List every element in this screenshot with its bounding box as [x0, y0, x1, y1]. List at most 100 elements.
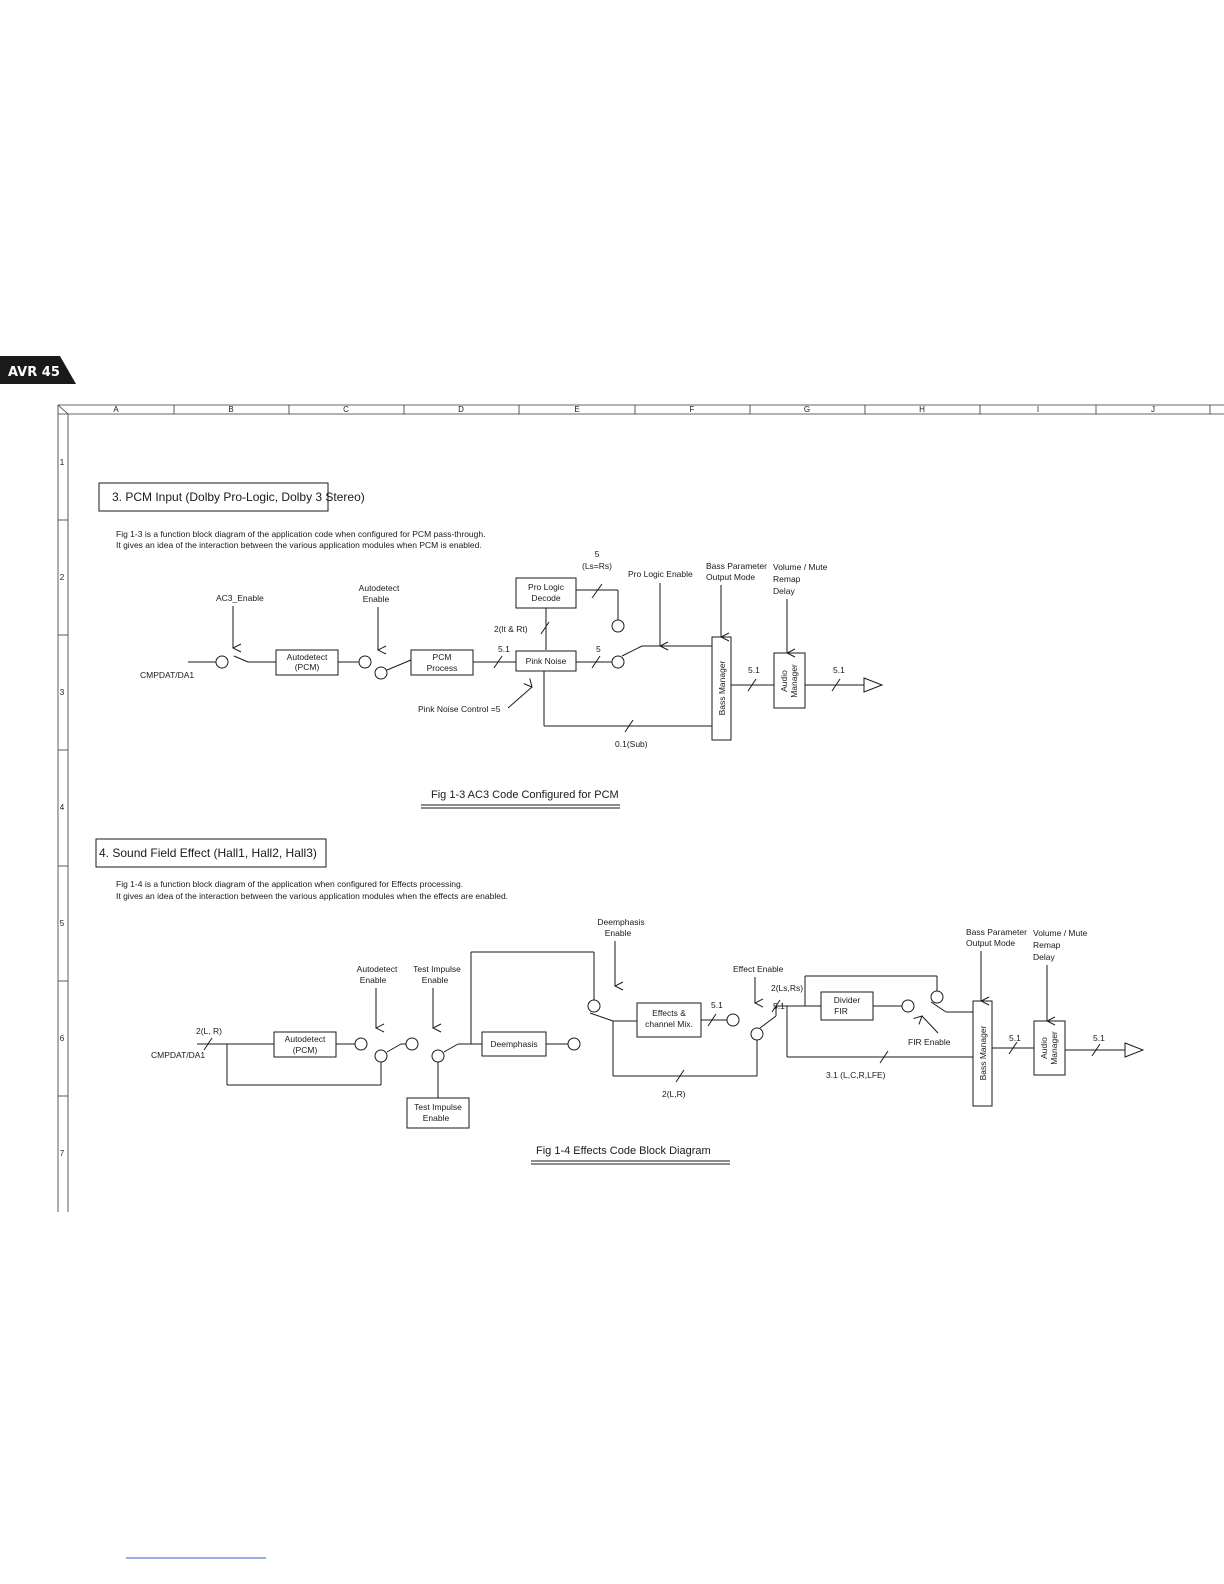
- switch-node: [374, 1049, 388, 1063]
- volume-line1: Volume / Mute: [1033, 928, 1088, 938]
- label-2-lt-rt: 2(lt & Rt): [494, 624, 528, 634]
- grid-frame: [57, 404, 1224, 1212]
- bass-manager-label: Bass Manager: [717, 660, 727, 715]
- volume-line2: Remap: [773, 574, 801, 584]
- autodetect-box-line2: (PCM): [295, 662, 320, 672]
- autodetect-enable-line1: Autodetect: [359, 583, 400, 593]
- fir-enable-label: FIR Enable: [908, 1037, 951, 1047]
- label-5-1: 5.1: [498, 644, 510, 654]
- pro-logic-line2: Decode: [531, 593, 561, 603]
- pcm-process-line1: PCM: [433, 652, 452, 662]
- col-label: B: [228, 405, 233, 414]
- label-5-1-b: 5.1: [748, 665, 760, 675]
- input-node: [215, 655, 229, 669]
- row-label: 6: [60, 1034, 65, 1043]
- switch-node: [358, 655, 372, 669]
- bass-param-line1: Bass Parameter: [706, 561, 767, 571]
- effects-line2: channel Mix.: [645, 1019, 693, 1029]
- label-sub: 0.1(Sub): [615, 739, 648, 749]
- col-label: A: [113, 405, 119, 414]
- col-label: E: [574, 405, 579, 414]
- row-label: 1: [60, 458, 65, 467]
- autodetect-box: [273, 1031, 337, 1058]
- bass-param-line1: Bass Parameter: [966, 927, 1027, 937]
- test-impulse-box: [406, 1097, 470, 1129]
- section4-desc-line1: Fig 1-4 is a function block diagram of t…: [116, 879, 463, 889]
- test-impulse-box-line2: Enable: [423, 1113, 450, 1123]
- volume-line2: Remap: [1033, 940, 1061, 950]
- autodetect-enable-line2: Enable: [363, 594, 390, 604]
- section3-desc-line1: Fig 1-3 is a function block diagram of t…: [116, 529, 485, 539]
- ac3-enable-label: AC3_Enable: [216, 593, 264, 603]
- section4-diagram: 4. Sound Field Effect (Hall1, Hall2, Hal…: [95, 838, 1145, 1165]
- audio-manager-line1: Audio: [779, 670, 789, 692]
- audio-manager-line2: Manager: [789, 664, 799, 698]
- label-2-l-r-b: 2(L,R): [662, 1089, 686, 1099]
- col-label: G: [804, 405, 810, 414]
- label-5-1-c: 5.1: [1009, 1033, 1021, 1043]
- label-5-1-b: 5.1: [773, 1001, 785, 1011]
- label-5-1-a: 5.1: [711, 1000, 723, 1010]
- bass-param-line2: Output Mode: [966, 938, 1015, 948]
- switch-node: [374, 666, 388, 680]
- switch-node: [354, 1037, 368, 1051]
- section4-input-label: CMPDAT/DA1: [151, 1050, 205, 1060]
- divider-line2: FIR: [834, 1006, 848, 1016]
- col-label: C: [343, 405, 349, 414]
- effect-switch-node: [750, 1027, 764, 1041]
- col-label: F: [690, 405, 695, 414]
- col-label: H: [919, 405, 925, 414]
- col-label: D: [458, 405, 464, 414]
- test-impulse-enable-line1: Test Impulse: [413, 964, 461, 974]
- pink-noise-box: [515, 650, 577, 672]
- label-2-ls-rs: 2(Ls,Rs): [771, 983, 803, 993]
- col-label: J: [1151, 405, 1155, 414]
- row-label: 4: [60, 803, 65, 812]
- grid-row-labels: 1 2 3 4 5 6 7: [60, 458, 65, 1158]
- row-label: 2: [60, 573, 65, 582]
- label-3-1: 3.1 (L,C,R,LFE): [826, 1070, 886, 1080]
- audio-manager-box: [773, 652, 806, 709]
- section4-title: 4. Sound Field Effect (Hall1, Hall2, Hal…: [99, 846, 317, 860]
- section3-input-label: CMPDAT/DA1: [140, 670, 194, 680]
- autodetect-box-line1: Autodetect: [285, 1034, 326, 1044]
- pink-noise-control-label: Pink Noise Control =5: [418, 704, 501, 714]
- label-5-mid: 5: [596, 644, 601, 654]
- audio-manager-line2: Manager: [1049, 1031, 1059, 1065]
- grid-column-labels: A B C D E F G H I J: [113, 405, 1155, 414]
- autodetect-box-line2: (PCM): [293, 1045, 318, 1055]
- pink-noise-label: Pink Noise: [526, 656, 567, 666]
- pro-logic-enable-label: Pro Logic Enable: [628, 569, 693, 579]
- deemphasis-label: Deemphasis: [490, 1039, 537, 1049]
- audio-manager-line1: Audio: [1039, 1037, 1049, 1059]
- volume-line3: Delay: [1033, 952, 1055, 962]
- section3-title: 3. PCM Input (Dolby Pro-Logic, Dolby 3 S…: [112, 490, 365, 504]
- volume-line3: Delay: [773, 586, 795, 596]
- deemphasis-enable-line1: Deemphasis: [597, 917, 644, 927]
- label-ls-rs: (Ls=Rs): [582, 561, 612, 571]
- output-arrow: [863, 677, 884, 693]
- section4-desc-line2: It gives an idea of the interaction betw…: [116, 891, 508, 901]
- section3-title-box: [98, 482, 329, 512]
- deemphasis-node: [587, 999, 601, 1013]
- pink-noise-control-arrow: [507, 687, 532, 709]
- avr-badge: AVR 45: [0, 356, 76, 384]
- row-label: 5: [60, 919, 65, 928]
- bass-manager-label: Bass Manager: [978, 1025, 988, 1080]
- effects-out-node: [726, 1013, 740, 1027]
- fir-enable-arrow: [922, 1016, 939, 1034]
- section3-diagram: 3. PCM Input (Dolby Pro-Logic, Dolby 3 S…: [98, 482, 884, 809]
- test-impulse-enable-line2: Enable: [422, 975, 449, 985]
- pcm-process-line2: Process: [427, 663, 458, 673]
- switch-node: [405, 1037, 419, 1051]
- deemphasis-box: [481, 1031, 547, 1057]
- pro-logic-switch-node: [611, 655, 625, 669]
- section3-desc-line2: It gives an idea of the interaction betw…: [116, 540, 482, 550]
- effects-box: [636, 1002, 702, 1038]
- row-label: 7: [60, 1149, 65, 1158]
- output-arrow: [1124, 1042, 1145, 1058]
- switch-node: [431, 1049, 445, 1063]
- section4-title-box: [95, 838, 327, 868]
- badge-label: AVR 45: [8, 365, 60, 380]
